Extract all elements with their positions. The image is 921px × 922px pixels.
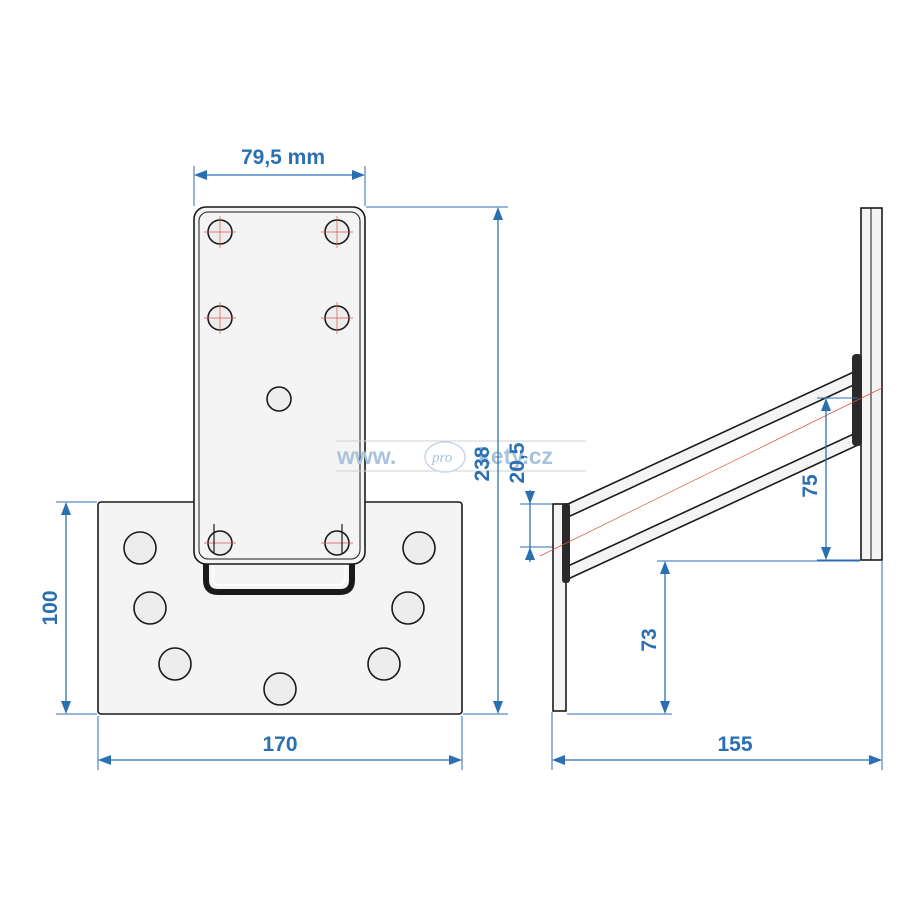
dim-depth: 155 (551, 561, 883, 770)
dim-gap-small-label: 20,5 (506, 442, 529, 483)
base-hole (367, 647, 401, 681)
dim-arm-height: 73 (567, 560, 860, 715)
watermark-badge-icon (424, 441, 466, 473)
base-hole (391, 591, 425, 625)
base-plate-holes (123, 531, 436, 706)
side-view (539, 207, 883, 712)
plate-hole (266, 386, 292, 412)
base-hole (402, 531, 436, 565)
dim-gap-small: 20,5 (506, 442, 552, 562)
front-view (97, 206, 463, 715)
dim-top-width-label: 79,5 mm (241, 146, 325, 169)
vertical-plate (193, 206, 366, 565)
watermark-left: www. (336, 443, 396, 469)
base-hole (123, 531, 157, 565)
dim-base-width-label: 170 (262, 733, 297, 756)
u-bracket (203, 556, 355, 595)
dim-base-height: 100 (39, 501, 97, 715)
vertical-plate-edge (198, 211, 361, 560)
dim-depth-label: 155 (717, 733, 752, 756)
watermark-badge: pro (431, 450, 453, 466)
dim-total-height-label: 238 (471, 446, 494, 481)
dim-arm-span-label: 75 (799, 474, 822, 498)
lower-arm (567, 430, 859, 581)
dimensions: 79,5 mm 170 100 238 (39, 146, 883, 770)
watermark: www. pro kety.cz (336, 440, 586, 473)
dim-arm-span: 75 (799, 397, 860, 561)
base-hole (158, 647, 192, 681)
dim-arm-height-label: 73 (638, 628, 661, 651)
u-bracket-inner (212, 556, 346, 586)
base-hole (263, 672, 297, 706)
base-hole (133, 591, 167, 625)
hole-centerlines (204, 216, 353, 544)
watermark-right: kety.cz (478, 443, 553, 469)
dim-base-height-label: 100 (39, 590, 62, 625)
dim-base-width: 170 (97, 716, 463, 770)
dim-top-width: 79,5 mm (193, 146, 366, 206)
dim-total-height: 238 (366, 206, 508, 715)
arm-centerline (539, 387, 883, 557)
